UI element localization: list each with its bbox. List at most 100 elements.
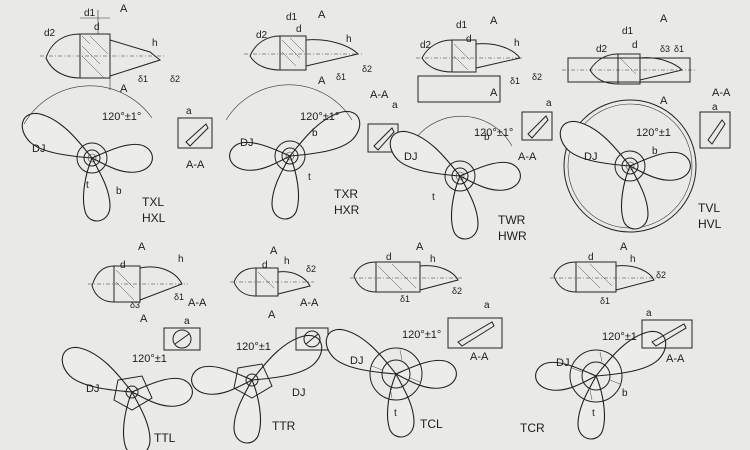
ttr-section-a-top: A	[270, 245, 278, 257]
tvl-side-view: d1 d d2 A A δ3 δ1	[562, 13, 696, 107]
ttl-aa-title: A-A	[188, 297, 207, 309]
tcr-label-dj: DJ	[556, 357, 569, 369]
tcr-code: TCR	[520, 421, 545, 435]
tvl-label-delta3: δ3	[660, 44, 670, 54]
twr-code-1: TWR	[498, 213, 526, 227]
ttl-section-a-bottom: A	[140, 313, 148, 325]
ttl-front-view: 120°±1 DJ TTL	[61, 346, 193, 450]
tvl-aa-title: A-A	[712, 87, 731, 99]
txr-label-h: h	[346, 34, 352, 45]
tvl-label-d1: d1	[622, 26, 634, 37]
txl-section-a-bottom: A	[120, 83, 128, 95]
tvl-front-view: 120°±1 DJ b TVL HVL	[559, 99, 722, 233]
txl-label-t: t	[86, 180, 89, 191]
ttl-label-delta3: δ3	[130, 300, 140, 310]
txr-side-view: d1 d d2 A A h δ1 δ2	[244, 9, 372, 87]
twr-label-delta2: δ2	[532, 72, 542, 82]
ttl-section-a-top: A	[138, 241, 146, 253]
tcr-label-delta1: δ1	[600, 296, 610, 306]
txr-section-a-bottom: A	[318, 75, 326, 87]
ttr-section-a-bottom: A	[268, 309, 276, 321]
ttr-front-view: 120°±1 DJ TTR	[191, 334, 323, 444]
txl-aa-label-a: a	[186, 106, 192, 117]
txr-label-t: t	[308, 172, 311, 183]
tcr-side-view: d A h δ1 δ2	[550, 241, 666, 306]
ttr-code: TTR	[272, 419, 296, 433]
tvl-label-dj: DJ	[584, 151, 597, 163]
ttl-label-dj: DJ	[86, 383, 99, 395]
txl-code-2: HXL	[142, 211, 166, 225]
twr-label-h: h	[514, 38, 520, 49]
twr-label-delta1: δ1	[510, 76, 520, 86]
tcr-label-delta2: δ2	[656, 270, 666, 280]
tcl-label-delta2: δ2	[452, 286, 462, 296]
tvl-section-a-top: A	[660, 13, 668, 25]
twr-label-dj: DJ	[404, 151, 417, 163]
tcr-aa-label-a: a	[646, 308, 652, 319]
tcl-label-t: t	[394, 408, 397, 419]
txl-label-delta1: δ1	[138, 74, 148, 84]
txr-code-1: TXR	[334, 187, 358, 201]
txl-section-aa: a A-A	[177, 106, 213, 171]
tcr-label-h: h	[630, 254, 636, 265]
tcr-label-b: b	[622, 388, 628, 399]
tcr-label-t: t	[592, 408, 595, 419]
tvl-label-d: d	[632, 40, 638, 51]
txr-front-view: 120°±1° DJ b t TXR HXR	[225, 84, 361, 220]
tcl-label-d: d	[386, 252, 392, 263]
twr-side-view: d1 d d2 A A h δ1 δ2	[416, 15, 542, 103]
twr-aa-label-a: a	[546, 98, 552, 109]
tcr-label-d: d	[588, 252, 594, 263]
tcl-angle: 120°±1°	[402, 329, 441, 341]
ttl-section-aa: a	[163, 316, 201, 351]
ttl-side-view: d A A h δ3 δ1 A-A	[88, 241, 207, 325]
tcl-side-view: d A h δ1 δ2	[350, 241, 462, 304]
tcl-front-view: 120°±1° DJ t TCL	[325, 328, 457, 438]
txl-label-b: b	[116, 186, 122, 197]
txr-label-d1: d1	[286, 12, 298, 23]
twr-aa-title: A-A	[518, 151, 537, 163]
twr-label-d1: d1	[456, 20, 468, 31]
twr-angle: 120°±1°	[474, 127, 513, 139]
txr-label-dj: DJ	[240, 137, 253, 149]
tcl-aa-title: A-A	[470, 351, 489, 363]
ttr-label-d: d	[262, 260, 268, 271]
ttr-aa-title: A-A	[300, 297, 319, 309]
txr-angle: 120°±1°	[300, 111, 339, 123]
txr-aa-label-a: a	[392, 100, 398, 111]
twr-label-d: d	[466, 34, 472, 45]
ttr-label-delta2: δ2	[306, 264, 316, 274]
twr-label-t: t	[432, 192, 435, 203]
tvl-label-b: b	[652, 146, 658, 157]
ttr-side-view: d A A h δ2 A-A	[230, 245, 319, 321]
txr-section-a-top: A	[318, 9, 326, 21]
twr-front-view: 120°±1° DJ b t TWR HWR	[389, 115, 527, 243]
txr-label-delta2: δ2	[362, 64, 372, 74]
tvl-code-1: TVL	[698, 201, 720, 215]
twr-section-aa: A-A a	[518, 98, 553, 163]
tcl-label-h: h	[430, 254, 436, 265]
txl-label-delta2: δ2	[170, 74, 180, 84]
tvl-angle: 120°±1	[636, 127, 671, 139]
txl-label-h: h	[152, 38, 158, 49]
txr-aa-title: A-A	[370, 89, 389, 101]
tcl-label-delta1: δ1	[400, 294, 410, 304]
txr-label-delta1: δ1	[336, 72, 346, 82]
tvl-section-a-bottom: A	[660, 95, 668, 107]
txr-label-d: d	[296, 24, 302, 35]
ttl-label-d: d	[120, 260, 126, 271]
ttl-label-h: h	[178, 254, 184, 265]
txl-label-d1: d1	[84, 8, 96, 19]
tcl-code: TCL	[420, 417, 443, 431]
txl-angle: 120°±1°	[102, 111, 141, 123]
txl-side-view: d1 d d2 A A h δ1 δ2	[40, 3, 180, 95]
txl-code-1: TXL	[142, 195, 164, 209]
tcr-angle: 120°±1	[602, 331, 637, 343]
txl-label-d: d	[94, 22, 100, 33]
ttr-label-dj: DJ	[292, 387, 305, 399]
tcr-aa-title: A-A	[666, 353, 685, 365]
ttl-code: TTL	[154, 431, 176, 445]
ttl-angle: 120°±1	[132, 353, 167, 365]
txl-section-a-top: A	[120, 3, 128, 15]
